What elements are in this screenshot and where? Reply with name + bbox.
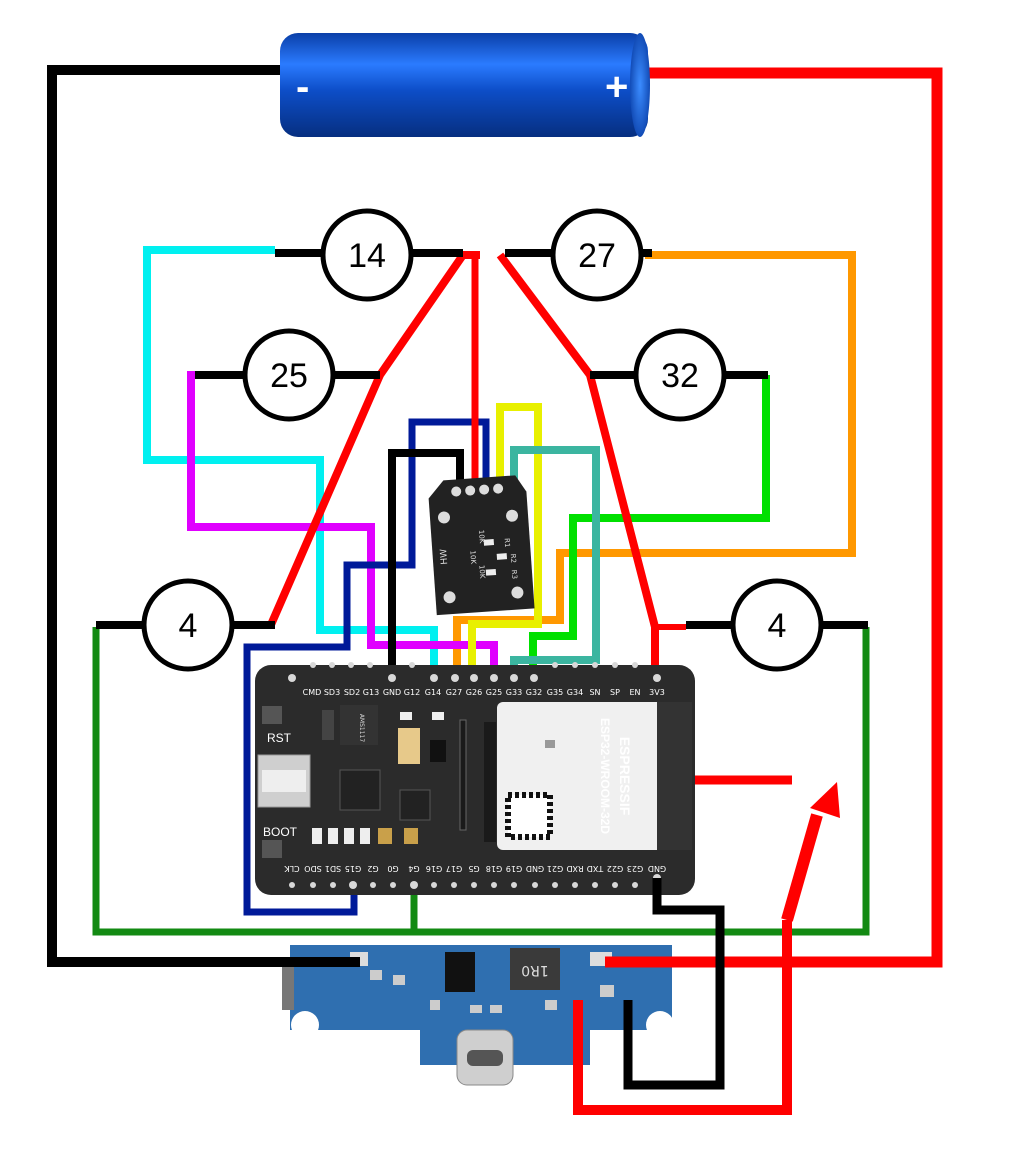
esp32-bottom-pin-holes (289, 874, 661, 889)
rst-button (262, 706, 282, 724)
sensor-brand-label: HW (439, 548, 450, 564)
node-4-right: 4 (730, 578, 824, 672)
pin-sn: SN (589, 688, 600, 697)
pin-cmd: CMD (303, 688, 322, 697)
pin-clk: CLK (284, 864, 300, 873)
inductor-label: 1R0 (521, 962, 549, 978)
pin-gnd-bottom-2: GND (648, 864, 666, 873)
battery-minus-label: - (296, 65, 309, 109)
pin-g17: G17 (446, 864, 462, 873)
ldo-label: AMS1117 (358, 714, 365, 743)
pin-sdo: SDO (304, 864, 322, 873)
node-4-left: 4 (141, 578, 235, 672)
node-4-left-label: 4 (179, 607, 198, 645)
sensor-r3-label: R3 (510, 569, 519, 579)
node-4-right-label: 4 (768, 607, 787, 645)
pin-g14: G14 (425, 688, 441, 697)
pin-g0: G0 (387, 864, 398, 873)
sensor-val-3: 10K (477, 565, 486, 579)
pin-g5: G5 (468, 864, 479, 873)
sensor-val-1: 10K (477, 530, 486, 544)
node-25-label: 25 (270, 357, 308, 395)
pin-g34: G34 (567, 688, 583, 697)
qr-code (505, 792, 553, 840)
node-25: 25 (242, 328, 336, 422)
pin-3v3: 3V3 (649, 688, 665, 697)
wires-overlay (52, 878, 937, 1115)
module-model: ESP32-WROOM-32D (598, 718, 612, 834)
pin-sd1: SD1 (325, 864, 341, 873)
battery-plus-label: + (605, 65, 628, 109)
pin-g22: G22 (607, 864, 623, 873)
pin-g12: G12 (404, 688, 420, 697)
pin-g33: G33 (506, 688, 522, 697)
pin-gnd-top: GND (383, 688, 401, 697)
esp32-top-pin-holes (288, 662, 661, 682)
inductor (510, 948, 560, 990)
pin-g25: G25 (486, 688, 502, 697)
wire-magenta-25 (187, 371, 498, 672)
wire-red-fan-right (496, 252, 659, 672)
rst-label: RST (267, 731, 292, 745)
pin-rxd: RXD (566, 864, 583, 873)
ldo-chip (340, 705, 378, 745)
node-27: 27 (550, 208, 644, 302)
node-32: 32 (633, 328, 727, 422)
esp32-top-pin-labels: CMD SD3 SD2 G13 GND G12 G14 G27 G26 G25 … (303, 688, 665, 697)
pin-g21: G21 (547, 864, 563, 873)
boot-button (262, 840, 282, 858)
wire-cyan-14 (143, 246, 438, 672)
pin-sd3: SD3 (324, 688, 340, 697)
esp32-board: CMD SD3 SD2 G13 GND G12 G14 G27 G26 G25 … (255, 662, 695, 895)
wire-teal (510, 446, 600, 672)
pin-sp: SP (610, 688, 620, 697)
wire-lime-32 (529, 375, 770, 672)
module-brand: ESPRESSIF (617, 737, 633, 816)
pin-sd2: SD2 (344, 688, 360, 697)
wire-green-4 (92, 627, 870, 936)
pin-g32: G32 (526, 688, 542, 697)
pin-g26: G26 (466, 688, 482, 697)
wire-sensor-gnd (388, 449, 464, 672)
pin-g27: G27 (446, 688, 462, 697)
node-27-label: 27 (578, 237, 616, 275)
wire-yellow (468, 403, 542, 672)
node-14-label: 14 (348, 237, 386, 275)
sensor-r1-label: R1 (503, 538, 512, 548)
pin-g23: G23 (627, 864, 643, 873)
esp32-bottom-pin-labels: CLK SDO SD1 G15 G2 G0 G4 G16 G17 G5 G18 … (284, 864, 667, 873)
wire-orange-27 (453, 251, 856, 672)
pin-g18: G18 (486, 864, 502, 873)
pin-g19: G19 (506, 864, 522, 873)
pin-g2: G2 (367, 864, 378, 873)
pin-g35: G35 (547, 688, 563, 697)
battery: - + (280, 33, 650, 137)
pin-g16: G16 (426, 864, 442, 873)
boot-label: BOOT (263, 825, 298, 839)
red-arrow (781, 782, 840, 922)
node-14: 14 (320, 208, 414, 302)
pin-g15: G15 (345, 864, 361, 873)
wire-navy (243, 418, 490, 916)
pin-g4: G4 (408, 864, 419, 873)
pin-en: EN (629, 688, 640, 697)
sensor-r2-label: R2 (509, 553, 518, 563)
sensor-board: HW R1 R2 R3 10K 10K 10K (428, 475, 535, 616)
node-32-label: 32 (661, 357, 699, 395)
sensor-val-2: 10K (468, 550, 477, 564)
pin-txd: TXD (587, 864, 605, 873)
pin-gnd-bottom-1: GND (526, 864, 544, 873)
pin-g13: G13 (363, 688, 379, 697)
